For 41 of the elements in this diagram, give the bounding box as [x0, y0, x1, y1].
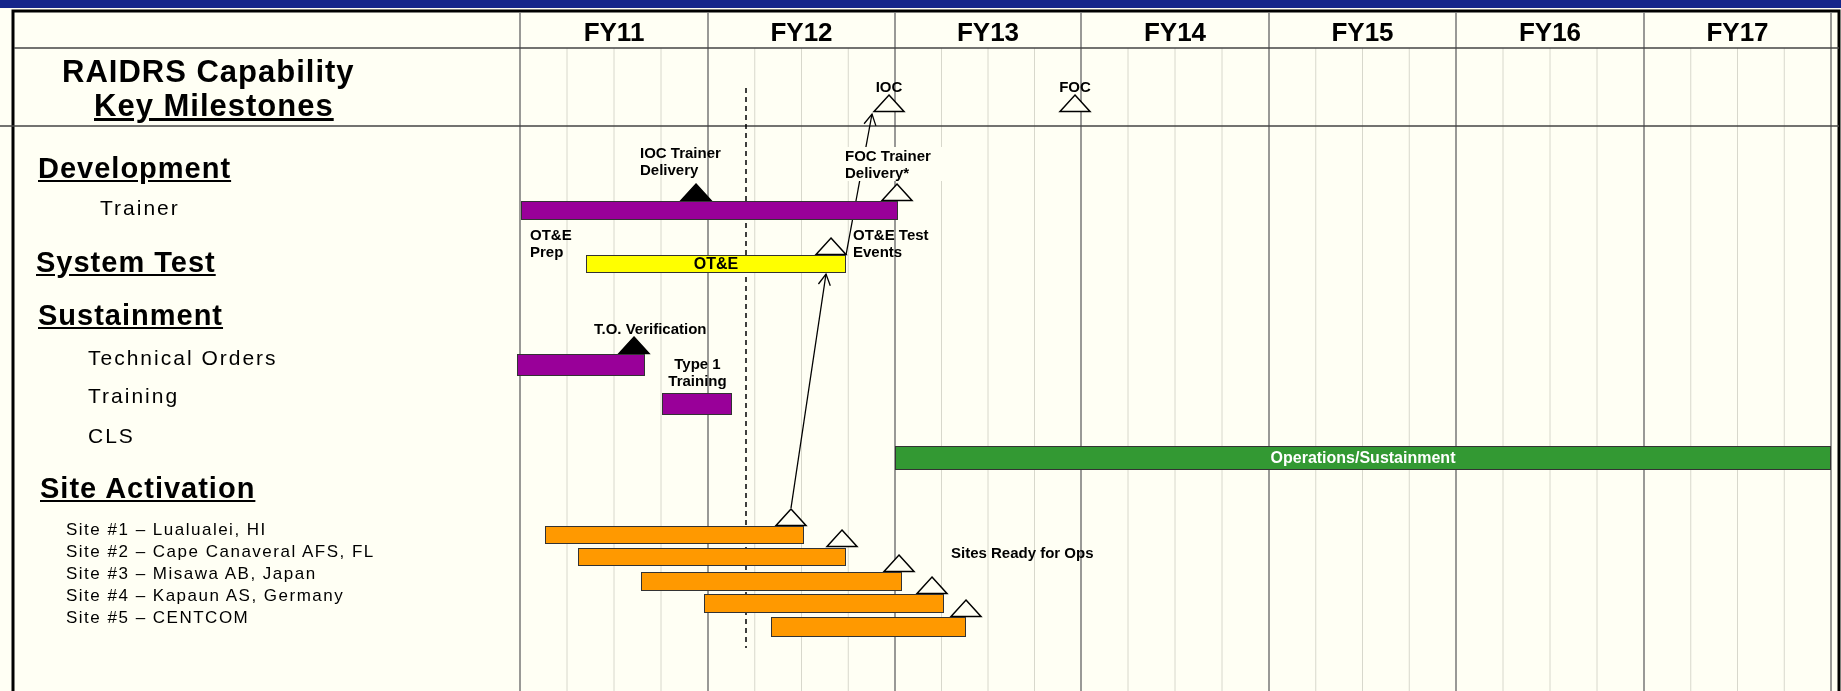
- fiscal-year-heading: FY14: [1142, 18, 1208, 46]
- milestone-label: IOC: [874, 78, 904, 95]
- site-label: Site #4 – Kapaun AS, Germany: [66, 585, 345, 605]
- task-label: Technical Orders: [88, 345, 278, 369]
- gantt-bar: [641, 572, 902, 591]
- fiscal-year-heading: FY12: [769, 18, 834, 46]
- fiscal-year-heading: FY11: [582, 18, 646, 46]
- task-label: Trainer: [100, 195, 180, 219]
- site-label: Site #2 – Cape Canaveral AFS, FL: [66, 541, 375, 561]
- milestone-label: T.O. Verification: [594, 320, 708, 337]
- arrow: [790, 273, 831, 509]
- fiscal-year-heading: FY16: [1517, 18, 1583, 46]
- gantt-bar: OT&E: [586, 255, 846, 273]
- task-label: Training: [88, 383, 180, 407]
- gantt-bar: [578, 548, 846, 566]
- gantt-bar: [521, 201, 898, 220]
- gantt-bar: [704, 594, 944, 613]
- milestone-note: Sites Ready for Ops: [951, 543, 1094, 561]
- gantt-bar: [517, 354, 645, 376]
- chart-title: RAIDRS Capability: [62, 54, 355, 88]
- bar-note: Type 1 Training: [667, 355, 728, 389]
- section-heading: System Test: [36, 246, 216, 278]
- gantt-bar: [545, 526, 804, 544]
- fiscal-year-heading: FY13: [955, 18, 1021, 46]
- section-heading: Development: [38, 152, 232, 184]
- site-label: Site #3 – Misawa AB, Japan: [66, 563, 317, 583]
- task-label: CLS: [88, 423, 135, 447]
- fiscal-year-heading: FY15: [1330, 18, 1395, 46]
- fiscal-year-heading: FY17: [1705, 18, 1770, 46]
- section-heading: Sustainment: [38, 299, 224, 331]
- section-heading: Site Activation: [40, 472, 256, 504]
- site-label: Site #5 – CENTCOM: [66, 607, 250, 627]
- milestone-label: IOC Trainer Delivery: [640, 144, 722, 178]
- gantt-bar: Operations/Sustainment: [895, 446, 1831, 470]
- chart-title: Key Milestones: [94, 88, 334, 122]
- milestone-label: OT&E Test Events: [853, 226, 930, 260]
- milestone-label: FOC: [1058, 78, 1092, 95]
- gantt-bar: [662, 393, 732, 415]
- bar-note: OT&E Prep: [530, 226, 573, 260]
- gantt-bar: [771, 617, 966, 637]
- site-label: Site #1 – Lualualei, HI: [66, 519, 267, 539]
